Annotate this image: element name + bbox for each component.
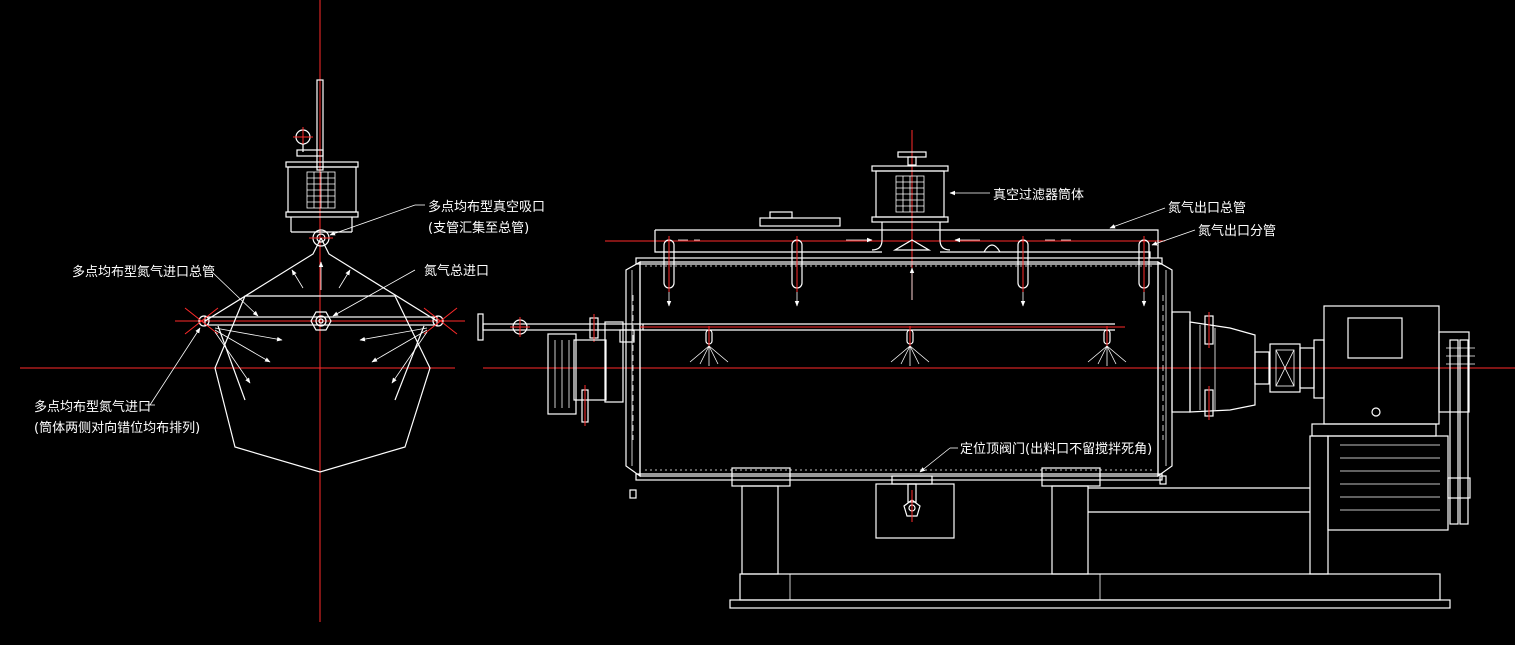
vessel-body-side bbox=[625, 257, 1173, 481]
side-view: 真空过滤器筒体 氮气出口总管 氮气出口分管 定位顶阀门(出料口不留搅拌死角) bbox=[477, 130, 1515, 609]
label-vacuum-port-line2: (支管汇集至总管) bbox=[428, 220, 529, 236]
gearbox bbox=[1313, 305, 1475, 525]
drive-motor bbox=[1311, 423, 1471, 531]
side-filter-housing bbox=[871, 151, 951, 300]
nitrogen-outlet-header bbox=[654, 229, 1159, 258]
end-filter-housing bbox=[285, 161, 359, 233]
base-frame bbox=[729, 435, 1451, 609]
side-view-annotations: 真空过滤器筒体 氮气出口总管 氮气出口分管 定位顶阀门(出料口不留搅拌死角) bbox=[919, 187, 1276, 473]
nitrogen-outlet-branches bbox=[663, 236, 1150, 307]
end-view-annotations: 多点均布型真空吸口 (支管汇集至总管) 多点均布型氮气进口总管 氮气总进口 多点… bbox=[34, 199, 545, 436]
label-nitrogen-inlet-line1: 多点均布型氮气进口 bbox=[34, 399, 151, 415]
label-nitrogen-inlet-line2: (筒体两侧对向错位均布排列) bbox=[34, 420, 200, 436]
nitrogen-main-inlet-fitting bbox=[310, 311, 332, 331]
flow-arrows-end bbox=[214, 261, 428, 384]
label-vacuum-port-line1: 多点均布型真空吸口 bbox=[428, 199, 545, 215]
nitrogen-inlet-shaft bbox=[477, 313, 1125, 342]
suction-branches bbox=[204, 237, 438, 401]
label-nitrogen-main-inlet: 氮气总进口 bbox=[424, 263, 489, 279]
vessel-shell-end bbox=[214, 295, 431, 473]
end-view: 多点均布型真空吸口 (支管汇集至总管) 多点均布型氮气进口总管 氮气总进口 多点… bbox=[20, 0, 545, 622]
manhole bbox=[759, 211, 841, 227]
right-bearing-housing bbox=[1171, 311, 1256, 420]
label-vacuum-filter: 真空过滤器筒体 bbox=[993, 187, 1084, 203]
label-nitrogen-outlet-branch: 氮气出口分管 bbox=[1198, 223, 1276, 239]
shell-tie-rods bbox=[629, 295, 1167, 499]
label-nitrogen-inlet-header: 多点均布型氮气进口总管 bbox=[72, 264, 215, 280]
left-bearing-housing bbox=[547, 321, 635, 426]
discharge-valve bbox=[875, 475, 955, 539]
label-nitrogen-outlet-header: 氮气出口总管 bbox=[1168, 200, 1246, 216]
nitrogen-header-end bbox=[184, 307, 458, 335]
label-bottom-valve: 定位顶阀门(出料口不留搅拌死角) bbox=[960, 441, 1152, 457]
inlet-nozzles bbox=[689, 326, 1127, 366]
vent-pipe bbox=[293, 79, 324, 171]
